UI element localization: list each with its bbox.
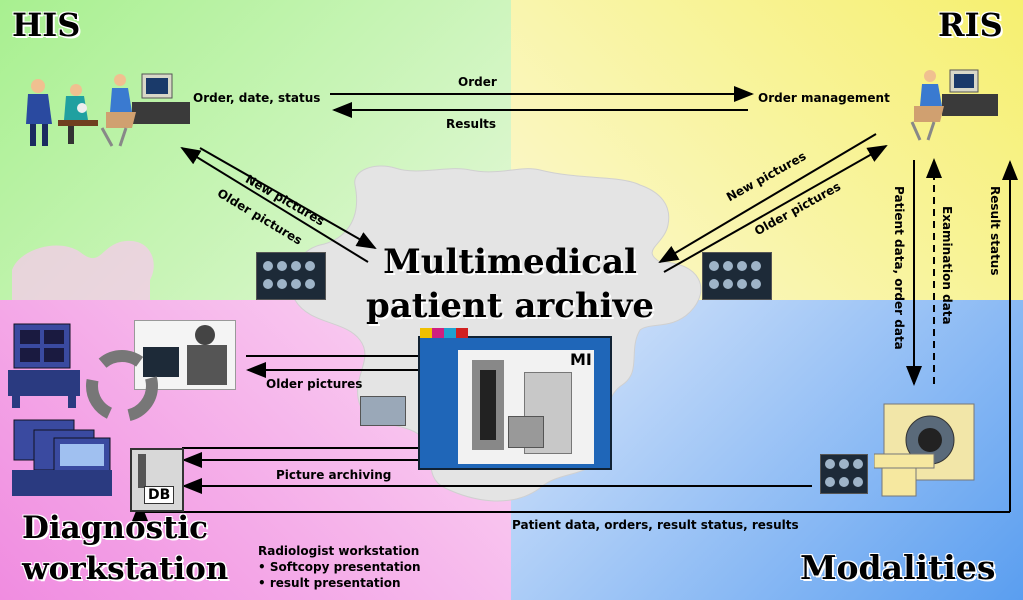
older-pictures-ws-label: Older pictures [266, 377, 363, 391]
examination-data-label: Examination data [940, 206, 954, 325]
radiologist-workstation-caption: Radiologist workstation • Softcopy prese… [258, 543, 421, 591]
xray-thumbnails-modality [820, 454, 868, 494]
archive-title-line1: Multimedical [383, 242, 637, 282]
his-staff-icon [26, 79, 98, 146]
radiologist-workstation-title: Radiologist workstation [258, 544, 420, 558]
new-pictures-left-arrow [199, 147, 377, 249]
ris-computer-user-icon [910, 69, 998, 141]
order-management-label: Order management [758, 91, 890, 105]
result-presentation-item: • result presentation [258, 576, 401, 590]
older-pictures-right-arrow [663, 145, 888, 273]
ris-title: RIS [938, 6, 1003, 44]
modalities-title: Modalities [800, 548, 996, 587]
softcopy-item: • Softcopy presentation [258, 560, 421, 574]
new-pictures-right-arrow [658, 133, 877, 264]
archive-server-badge: MI [570, 350, 592, 369]
database-badge: DB [144, 486, 175, 504]
picture-archiving-label: Picture archiving [276, 468, 392, 482]
archive-title-line2: patient archive [366, 286, 654, 326]
older-pictures-left-arrow [180, 146, 369, 263]
order-label: Order [458, 75, 497, 89]
results-label: Results [446, 117, 497, 131]
diagnostic-title-line2: workstation [22, 551, 229, 587]
diagnostic-title-line1: Diagnostic [22, 510, 209, 546]
xray-thumbnails-left [256, 252, 326, 300]
patient-order-data-label: Patient data, order data [892, 186, 906, 350]
xray-thumbnails-right [702, 252, 772, 300]
workstation-monitors-icon [8, 323, 158, 496]
patient-data-bottom-arrow [132, 501, 1010, 521]
result-status-label: Result status [988, 186, 1002, 276]
archive-server: MI [418, 328, 612, 470]
patient-data-bottom-label: Patient data, orders, result status, res… [512, 518, 799, 532]
ct-scanner-icon [874, 403, 975, 497]
his-computer-user-icon [100, 73, 190, 147]
archive-title: Multimedical patient archive [360, 240, 660, 328]
his-title: HIS [12, 6, 81, 44]
database-cabinet: DB [130, 448, 184, 512]
order-date-status-label: Order, date, status [193, 91, 321, 105]
xray-thumbnail-ws [360, 396, 406, 426]
